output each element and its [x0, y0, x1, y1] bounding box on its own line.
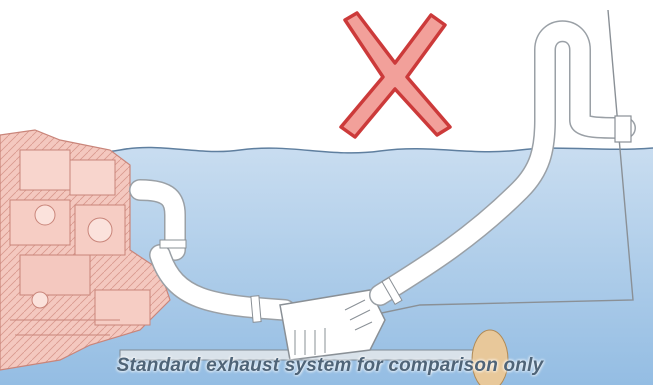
muffler — [279, 289, 386, 361]
diagram-caption: Standard exhaust system for comparison o… — [116, 355, 544, 376]
through-hull-fitting — [614, 115, 632, 143]
hose-clamp — [381, 277, 403, 305]
x-mark-icon — [339, 11, 452, 139]
hose-clamp — [250, 295, 262, 323]
propeller-blade — [471, 329, 509, 385]
engine-block — [0, 129, 171, 371]
hose-clamp — [159, 239, 187, 249]
